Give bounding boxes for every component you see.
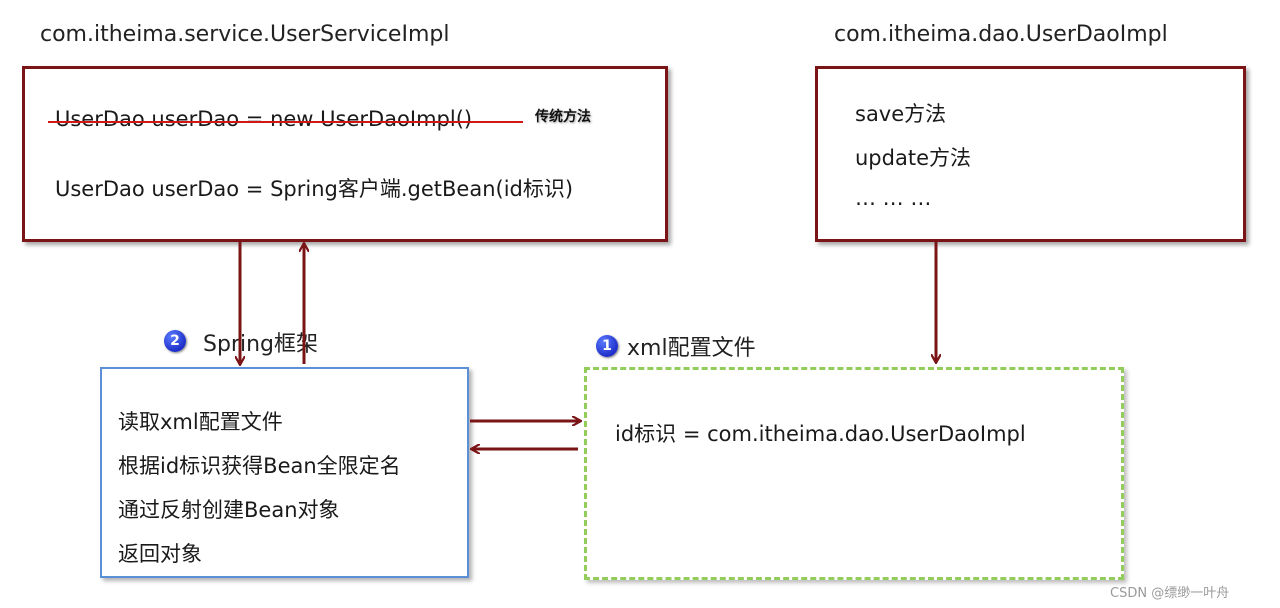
dao-method-update: update方法 — [855, 146, 971, 170]
xml-config-label: xml配置文件 — [627, 336, 756, 361]
traditional-instantiation-line: UserDao userDao = new UserDaoImpl() — [55, 107, 473, 131]
strikethrough-line — [48, 121, 523, 123]
step-2-badge: 2 — [164, 330, 186, 352]
service-class-title: com.itheima.service.UserServiceImpl — [40, 22, 450, 47]
service-class-box — [22, 66, 668, 242]
xml-config-box — [584, 367, 1124, 580]
csdn-watermark: CSDN @缥缈一叶舟 — [1110, 586, 1230, 601]
traditional-method-note: 传统方法 — [535, 109, 591, 125]
xml-id-mapping: id标识 = com.itheima.dao.UserDaoImpl — [615, 422, 1026, 446]
step-1-badge: 1 — [596, 335, 618, 357]
spring-framework-label: Spring框架 — [203, 332, 318, 357]
dao-class-box — [815, 66, 1246, 242]
spring-step-reflect-create: 通过反射创建Bean对象 — [118, 498, 340, 522]
spring-framework-box — [100, 367, 469, 578]
spring-getbean-line: UserDao userDao = Spring客户端.getBean(id标识… — [55, 177, 574, 201]
dao-method-ellipsis: … … … — [855, 186, 932, 210]
spring-step-read-xml: 读取xml配置文件 — [118, 410, 283, 434]
dao-class-title: com.itheima.dao.UserDaoImpl — [834, 22, 1168, 47]
dao-method-save: save方法 — [855, 102, 947, 126]
spring-step-get-classname: 根据id标识获得Bean全限定名 — [118, 454, 401, 478]
spring-step-return-object: 返回对象 — [118, 542, 202, 566]
